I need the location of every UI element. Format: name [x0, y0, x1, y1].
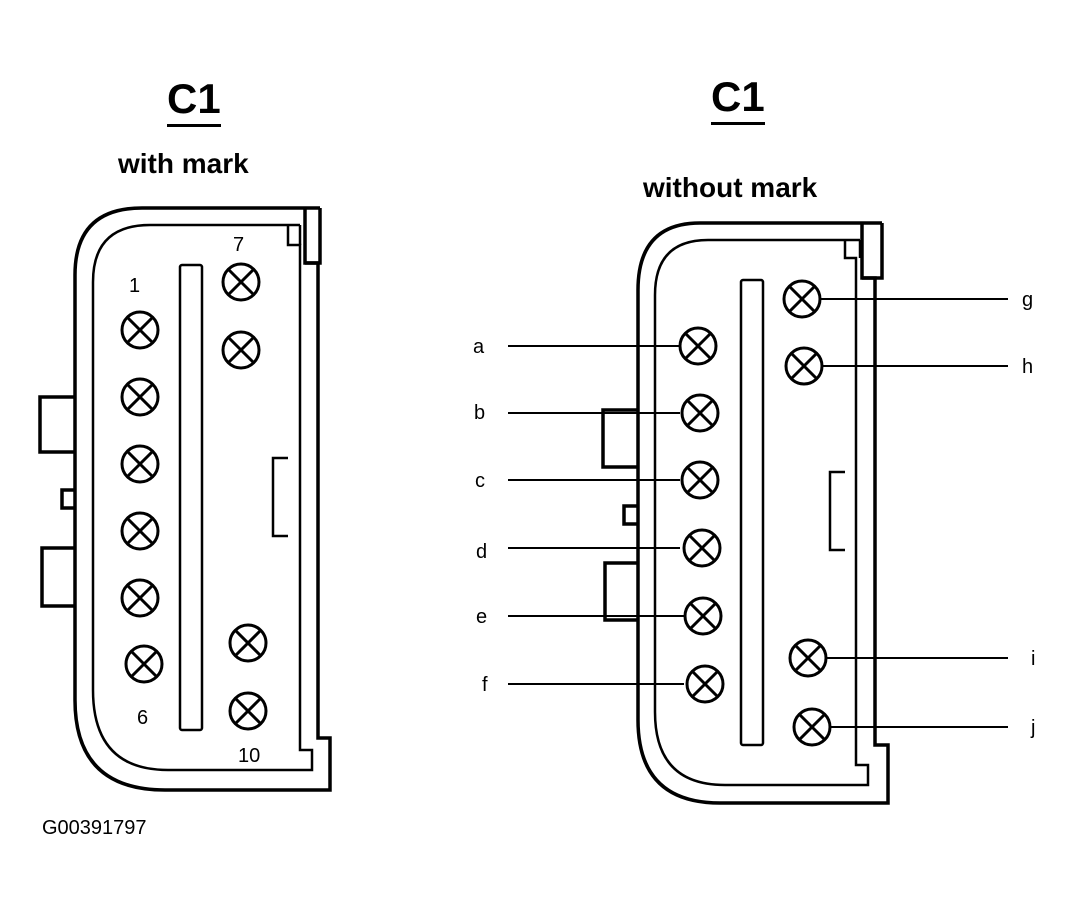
pin-number-10: 10 — [238, 745, 260, 767]
callout-c: c — [475, 470, 485, 492]
right-connector-body — [601, 221, 890, 805]
pin-g — [782, 279, 822, 319]
callout-f: f — [482, 674, 488, 696]
left-connector-body — [38, 206, 332, 792]
callout-j: j — [1030, 717, 1035, 739]
pin-number-6: 6 — [137, 707, 148, 729]
callout-a: a — [473, 336, 485, 358]
pin-i — [788, 638, 828, 678]
pin-8 — [221, 330, 261, 370]
pin-e — [683, 596, 723, 636]
left-connector-heading: C1 — [167, 78, 221, 127]
right-connector-leaders — [508, 298, 1008, 728]
callout-d: d — [476, 541, 487, 563]
pin-h — [784, 346, 824, 386]
pin-7 — [221, 262, 261, 302]
figure-id: G00391797 — [42, 817, 147, 839]
pin-1 — [120, 310, 160, 350]
pin-number-1: 1 — [129, 275, 140, 297]
pin-10 — [228, 691, 268, 731]
pin-9 — [228, 623, 268, 663]
pin-a — [678, 326, 718, 366]
pin-6 — [124, 644, 164, 684]
callout-h: h — [1022, 356, 1033, 378]
left-connector-subheading: with mark — [118, 148, 249, 179]
pin-d — [682, 528, 722, 568]
pin-number-7: 7 — [233, 234, 244, 256]
pin-2 — [120, 377, 160, 417]
pin-j — [792, 707, 832, 747]
right-connector-heading: C1 — [711, 76, 765, 125]
right-connector-subheading: without mark — [643, 172, 818, 203]
right-connector-pins — [678, 279, 832, 747]
callout-g: g — [1022, 289, 1033, 311]
pin-3 — [120, 444, 160, 484]
pin-c — [680, 460, 720, 500]
pin-5 — [120, 578, 160, 618]
callout-b: b — [474, 402, 485, 424]
callout-e: e — [476, 606, 487, 628]
callout-i: i — [1031, 648, 1035, 670]
left-connector-pins — [120, 262, 268, 731]
pin-f — [685, 664, 725, 704]
pin-4 — [120, 511, 160, 551]
pin-b — [680, 393, 720, 433]
